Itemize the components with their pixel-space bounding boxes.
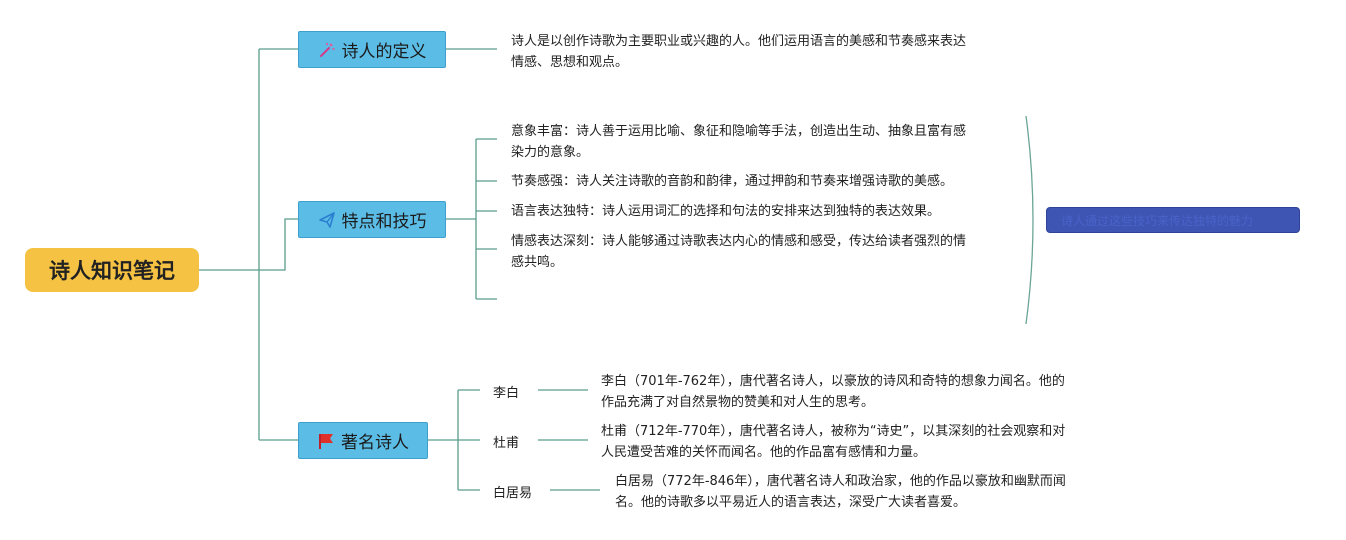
feature-emotion-line-2: 感共鸣。 [511,255,564,270]
poet-libai-line-1: 李白（701年-762年），唐代著名诗人，以豪放的诗风和奇特的想象力闻名。他的 [601,374,1065,389]
root-topic[interactable]: 诗人知识笔记 [25,248,199,292]
branch-features-label: 特点和技巧 [341,212,427,232]
poet-baijuyi-line-2: 名。他的诗歌多以平易近人的语言表达，深受广大读者喜爱。 [615,495,967,510]
poet-baijuyi-name: 白居易 [493,486,533,501]
poet-baijuyi-description[interactable]: 白居易（772年-846年），唐代著名诗人和政治家，他的作品以豪放和幽默而闻 名… [615,471,1115,513]
poet-dufu-name: 杜甫 [493,436,520,451]
poet-dufu-label[interactable]: 杜甫 [493,432,519,451]
poet-baijuyi-label[interactable]: 白居易 [493,482,532,501]
branch-definition[interactable]: 诗人的定义 [298,31,446,68]
feature-imagery[interactable]: 意象丰富：诗人善于运用比喻、象征和隐喻等手法，创造出生动、抽象且富有感 染力的意… [511,121,1011,163]
poet-dufu-line-2: 人民遭受苦难的关怀而闻名。他的作品富有感情和力量。 [601,445,927,460]
branch-definition-label: 诗人的定义 [341,42,427,62]
feature-rhythm[interactable]: 节奏感强：诗人关注诗歌的音韵和韵律，通过押韵和节奏来增强诗歌的美感。 [511,171,1011,192]
feature-rhythm-line-1: 节奏感强：诗人关注诗歌的音韵和韵律，通过押韵和节奏来增强诗歌的美感。 [511,174,954,189]
feature-language[interactable]: 语言表达独特：诗人运用词汇的选择和句法的安排来达到独特的表达效果。 [511,201,1011,222]
root-title: 诗人知识笔记 [49,259,175,283]
summary-bracket [1025,115,1034,325]
feature-emotion-line-1: 情感表达深刻：诗人能够通过诗歌表达内心的情感和感受，传达给读者强烈的情 [511,234,967,249]
feature-emotion[interactable]: 情感表达深刻：诗人能够通过诗歌表达内心的情感和感受，传达给读者强烈的情 感共鸣。 [511,231,1011,273]
paper-plane-icon [318,211,336,229]
poet-dufu-description[interactable]: 杜甫（712年-770年），唐代著名诗人，被称为“诗史”，以其深刻的社会观察和对… [601,421,1111,463]
feature-imagery-line-1: 意象丰富：诗人善于运用比喻、象征和隐喻等手法，创造出生动、抽象且富有感 [511,124,967,139]
poet-libai-description[interactable]: 李白（701年-762年），唐代著名诗人，以豪放的诗风和奇特的想象力闻名。他的 … [601,371,1111,413]
poet-dufu-line-1: 杜甫（712年-770年），唐代著名诗人，被称为“诗史”，以其深刻的社会观察和对 [601,424,1066,439]
poet-libai-name: 李白 [493,386,520,401]
definition-text[interactable]: 诗人是以创作诗歌为主要职业或兴趣的人。他们运用语言的美感和节奏感来表达 情感、思… [511,31,1011,73]
summary-topic[interactable]: 诗人通过这些技巧来传达独特的魅力 [1046,207,1300,233]
branch-poets-label: 著名诗人 [341,433,409,453]
definition-line-1: 诗人是以创作诗歌为主要职业或兴趣的人。他们运用语言的美感和节奏感来表达 [511,34,967,49]
definition-line-2: 情感、思想和观点。 [511,55,629,70]
branch-features[interactable]: 特点和技巧 [298,201,446,238]
feature-language-line-1: 语言表达独特：诗人运用词汇的选择和句法的安排来达到独特的表达效果。 [511,204,941,219]
poet-libai-line-2: 作品充满了对自然景物的赞美和对人生的思考。 [601,395,875,410]
poet-baijuyi-line-1: 白居易（772年-846年），唐代著名诗人和政治家，他的作品以豪放和幽默而闻 [615,474,1066,489]
sparkle-wand-icon [318,41,336,59]
branch-famous-poets[interactable]: 著名诗人 [298,422,428,459]
poet-libai-label[interactable]: 李白 [493,382,519,401]
summary-label: 诗人通过这些技巧来传达独特的魅力 [1061,213,1254,228]
red-flag-icon [317,432,335,450]
feature-imagery-line-2: 染力的意象。 [511,145,590,160]
connector-branch-features [259,218,298,271]
